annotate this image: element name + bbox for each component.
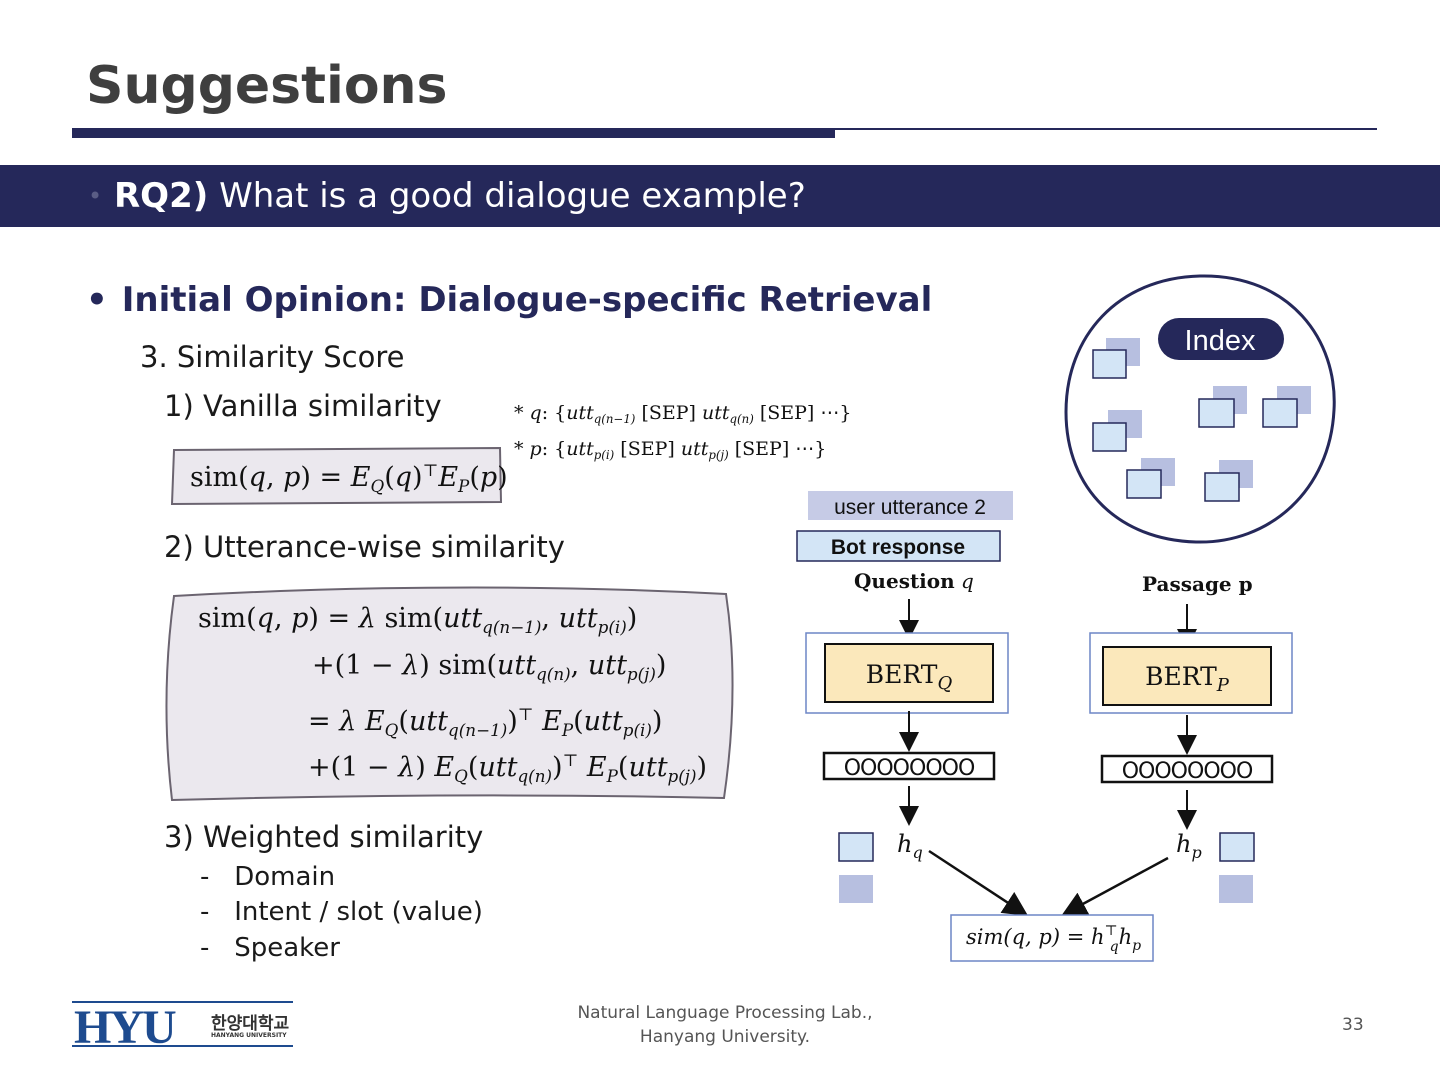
note-p: * p: {uttp(i) [SEP] uttp(j) [SEP] ⋯} (514, 438, 827, 463)
utterance-box (165, 586, 734, 802)
item-weighted: 3) Weighted similarity (164, 820, 484, 854)
hyu-logo: HYU 한양대학교 HANYANG UNIVERSITY (72, 1001, 294, 1054)
item-vanilla: 1) Vanilla similarity (164, 389, 442, 423)
main-heading: • Initial Opinion: Dialogue-specific Retr… (86, 280, 932, 320)
footer-lab-line2: Hanyang University. (639, 1027, 811, 1047)
banner-bullet: • (88, 182, 103, 210)
vanilla-formula: sim(q, p) = EQ(q)⊤EP(p) (190, 460, 508, 496)
index-badge (1158, 318, 1284, 360)
user-utterance-box (808, 491, 1013, 520)
banner-question: What is a good dialogue example? (208, 176, 806, 216)
item-utterance: 2) Utterance-wise similarity (164, 530, 565, 564)
p-square-top (1219, 832, 1255, 862)
bert-q-label: BERTQ (866, 660, 953, 694)
formula-line-4: +(1 − λ) EQ(uttq(n))⊤ EP(uttp(j)) (308, 750, 708, 786)
question-label: Question q (854, 569, 974, 593)
index-label: Index (1185, 325, 1256, 357)
p-square-bottom (1219, 875, 1253, 903)
logo-text: HYU (74, 1001, 177, 1054)
h-q-label: hq (897, 830, 923, 862)
bert-p-box (1102, 646, 1272, 706)
logo-rule-bottom (72, 1045, 293, 1047)
sim-result-box (950, 914, 1154, 962)
page-title: Suggestions (86, 56, 448, 116)
bert-p-label: BERTP (1145, 662, 1230, 696)
heading-bullet: • (86, 280, 108, 320)
bot-response-box (796, 530, 1001, 562)
bert-q-box (824, 643, 994, 703)
page-number: 33 (1342, 1015, 1364, 1035)
vector-p-label: OOOOOOOO (1122, 759, 1253, 784)
logo-english: HANYANG UNIVERSITY (211, 1032, 287, 1039)
section-title: 3. Similarity Score (140, 340, 405, 374)
q-square-top (838, 832, 874, 862)
logo-rule-top (72, 1001, 293, 1003)
weight-item-domain: - Domain (200, 862, 336, 892)
q-square-bottom (839, 875, 873, 903)
title-rule-thin (835, 128, 1377, 130)
vector-q-label: OOOOOOOO (844, 756, 975, 781)
vanilla-box (170, 446, 503, 506)
footer-lab-line1: Natural Language Processing Lab., (577, 1003, 873, 1023)
formula-line-3: = λ EQ(uttq(n−1))⊤ EP(uttp(i)) (308, 704, 663, 740)
vector-p-box (1100, 754, 1274, 784)
weight-item-intent: - Intent / slot (value) (200, 897, 483, 927)
note-q: * q: {uttq(n−1) [SEP] uttq(n) [SEP] ⋯} (514, 402, 852, 427)
weight-item-speaker: - Speaker (200, 933, 340, 963)
title-rule-thick (72, 128, 835, 138)
formula-line-1: sim(q, p) = λ sim(uttq(n−1), uttp(i)) (198, 603, 638, 637)
banner-text: RQ2) What is a good dialogue example? (114, 165, 806, 227)
footer-lab: Natural Language Processing Lab., Hanyan… (520, 1001, 930, 1049)
bot-response-label: Bot response (831, 536, 965, 559)
rq-banner: • RQ2) What is a good dialogue example? (0, 165, 1440, 227)
user-utterance-label: user utterance 2 (834, 496, 986, 519)
index-squares (1092, 338, 1311, 502)
logo-korean: 한양대학교 (211, 1014, 290, 1034)
formula-line-2: +(1 − λ) sim(uttq(n), uttp(j)) (312, 650, 667, 684)
heading-text: Initial Opinion: Dialogue-specific Retri… (121, 280, 933, 320)
vector-q-box (822, 751, 996, 781)
banner-label: RQ2) (114, 176, 209, 216)
h-p-label: hp (1176, 830, 1202, 862)
passage-label: Passage p (1142, 572, 1253, 596)
